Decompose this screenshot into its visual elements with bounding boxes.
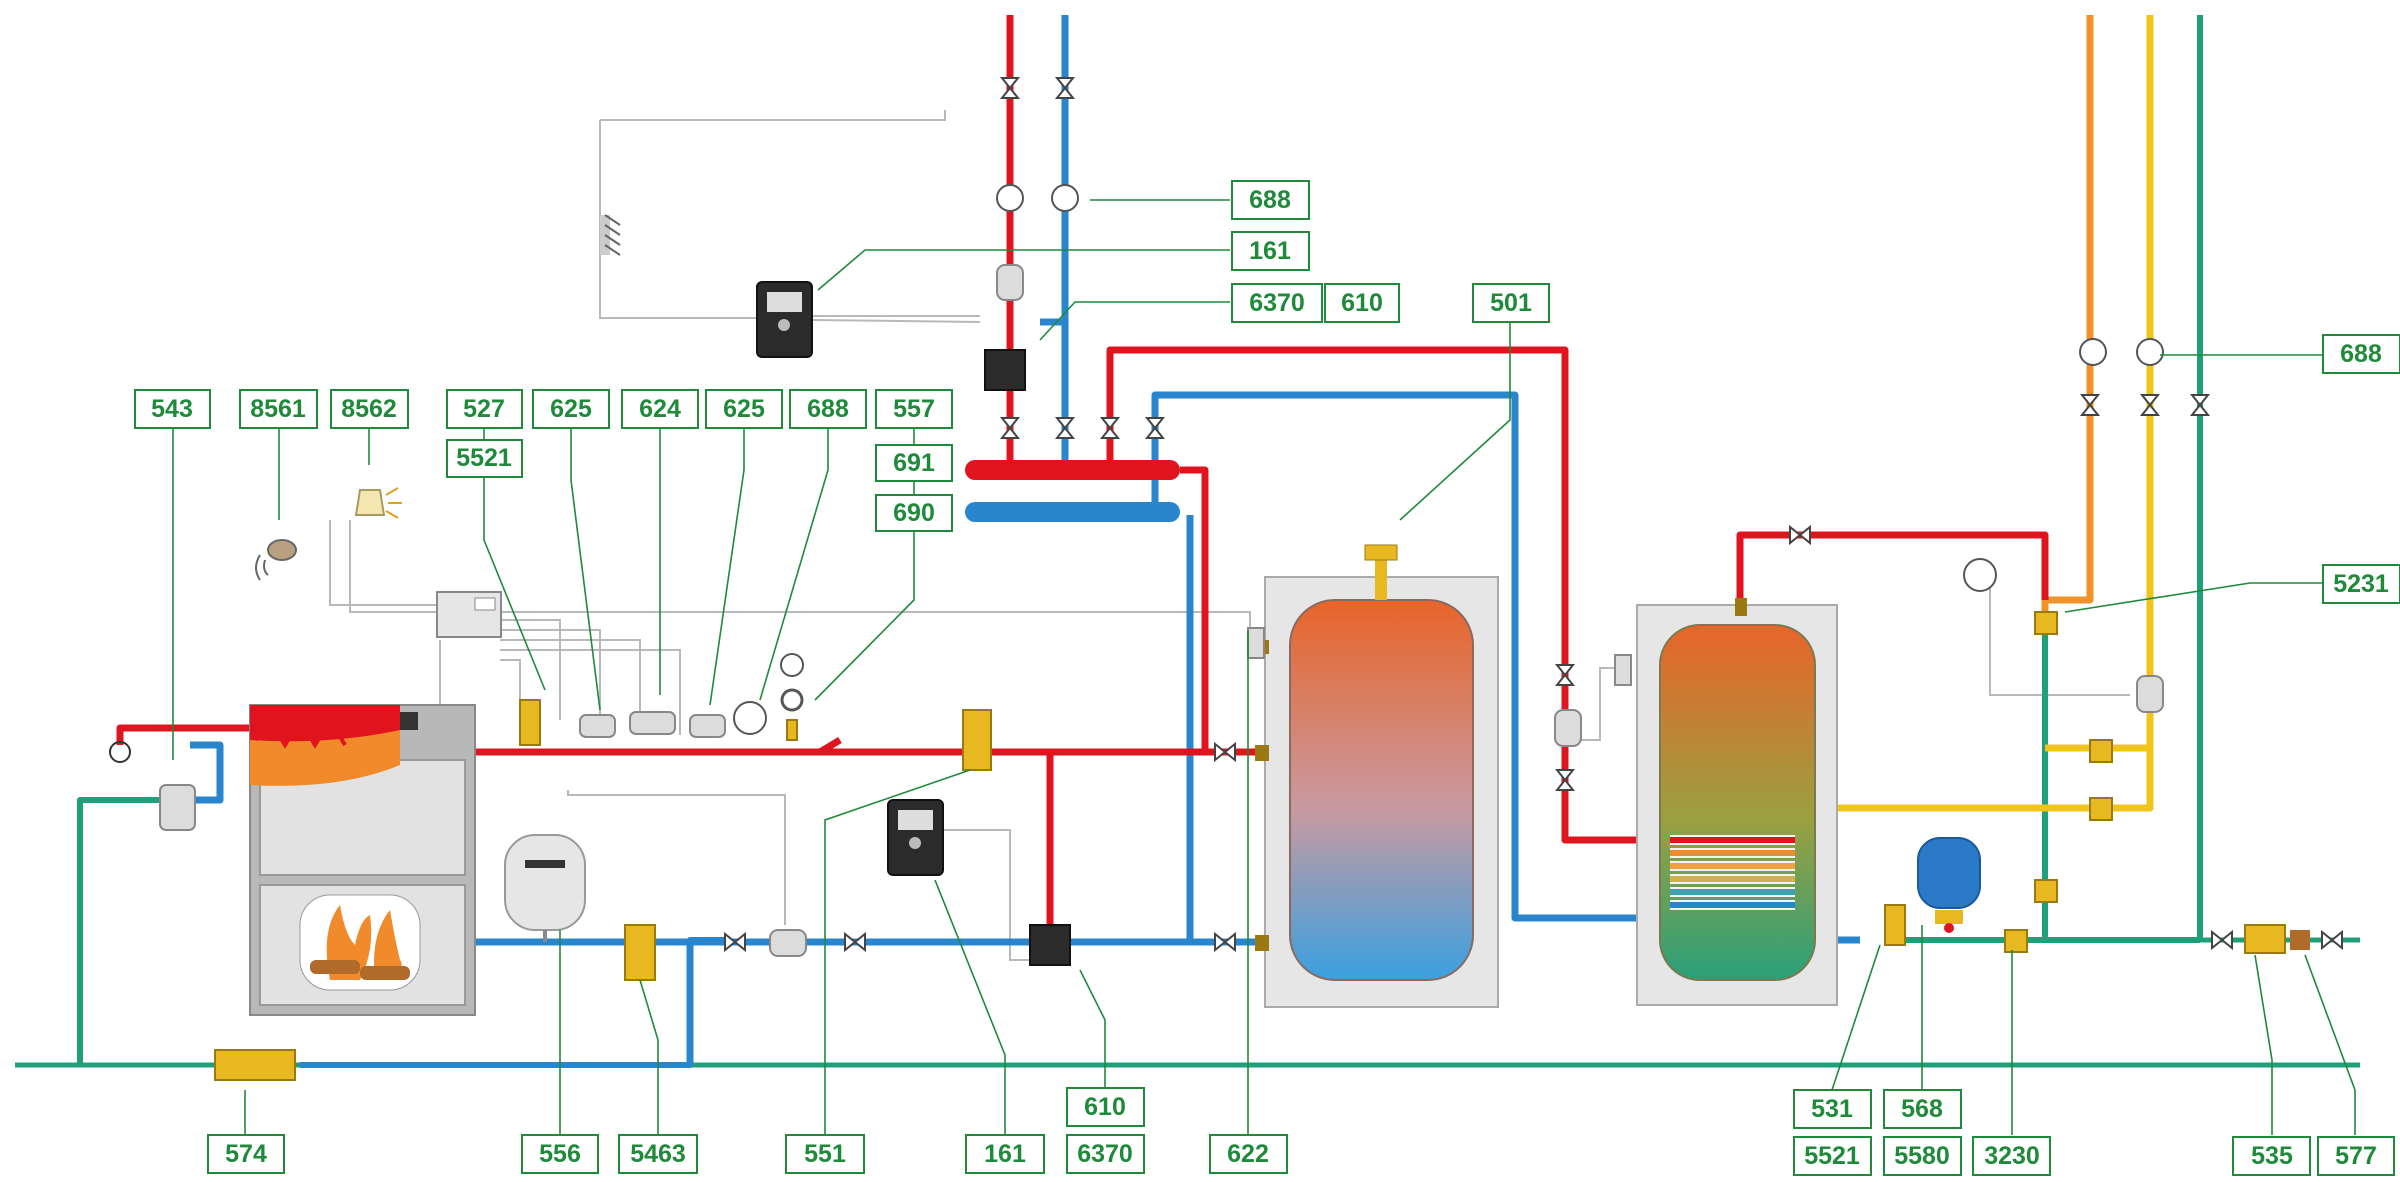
label-543: 543 [134,389,211,429]
outdoor-sensor [600,214,621,256]
label-568: 568 [1883,1089,1962,1129]
flow-pipes [116,15,2049,940]
svg-text:625: 625 [723,395,765,423]
svg-text:577: 577 [2335,1142,2377,1170]
label-551: 551 [785,1134,865,1174]
mixing-valves [984,349,1071,966]
label-531: 531 [1793,1089,1872,1129]
dhw-cylinder [1636,598,1838,1006]
svg-text:556: 556 [539,1140,581,1168]
dhw-pipes [1810,15,2154,812]
svg-text:501: 501 [1490,289,1532,317]
ambient-sensor-8561 [255,539,297,581]
svg-text:551: 551 [804,1140,846,1168]
svg-text:8562: 8562 [341,395,397,423]
controller-boiler [756,281,813,358]
thermostatic-mixer-543 [109,741,196,831]
control-box [436,591,502,638]
label-577: 577 [2317,1136,2395,1176]
svg-text:3230: 3230 [1984,1142,2040,1170]
label-610-bottom: 610 [1066,1087,1145,1127]
control-wiring [329,110,2130,961]
svg-text:531: 531 [1811,1095,1853,1123]
svg-text:6370: 6370 [1077,1140,1133,1168]
solar-expansion-vessel [1917,837,1981,933]
brass-fittings [214,611,2310,1081]
thermometers [733,184,2164,735]
svg-text:8561: 8561 [250,395,306,423]
label-5580: 5580 [1883,1136,1962,1176]
svg-text:6370: 6370 [1249,289,1305,317]
label-574: 574 [207,1134,285,1174]
label-622: 622 [1209,1134,1288,1174]
shutoff-valves [724,77,2343,953]
label-6370-top: 6370 [1231,283,1323,323]
label-6370-bottom: 6370 [1066,1134,1145,1174]
label-625-a: 625 [532,389,610,429]
svg-text:543: 543 [151,395,193,423]
label-5463: 5463 [618,1134,698,1174]
svg-text:5580: 5580 [1894,1142,1950,1170]
svg-text:688: 688 [1249,186,1291,214]
label-161-bottom: 161 [965,1134,1045,1174]
svg-text:624: 624 [639,395,681,423]
label-3230: 3230 [1972,1136,2051,1176]
svg-text:5231: 5231 [2333,570,2389,598]
label-688-c: 688 [2322,334,2400,374]
label-5521-bottom: 5521 [1793,1136,1872,1176]
svg-text:5521: 5521 [456,444,512,472]
svg-text:527: 527 [463,395,505,423]
label-535: 535 [2232,1136,2311,1176]
svg-text:688: 688 [807,395,849,423]
svg-text:610: 610 [1084,1093,1126,1121]
circulation-pumps [769,264,2164,957]
label-5521-top: 5521 [446,439,523,478]
label-688-a: 688 [789,389,867,429]
svg-text:574: 574 [225,1140,267,1168]
svg-text:568: 568 [1901,1095,1943,1123]
svg-text:557: 557 [893,395,935,423]
label-557: 557 [875,389,953,429]
svg-text:690: 690 [893,499,935,527]
buffer-tank [1255,544,1499,1008]
svg-text:622: 622 [1227,1140,1269,1168]
label-690: 690 [875,494,953,532]
label-527: 527 [446,389,523,429]
svg-text:691: 691 [893,449,935,477]
label-691: 691 [875,444,953,482]
label-556: 556 [521,1134,599,1174]
label-161-top: 161 [1231,231,1310,271]
label-5231: 5231 [2322,564,2400,604]
svg-text:161: 161 [984,1140,1026,1168]
label-8561: 8561 [239,389,318,429]
hydraulic-separator [965,460,1180,522]
svg-text:535: 535 [2251,1142,2293,1170]
heat-exchanger-coil [1670,835,1795,910]
svg-text:5521: 5521 [1804,1142,1860,1170]
alarm-lamp-8562 [354,487,402,519]
svg-text:5463: 5463 [630,1140,686,1168]
svg-text:688: 688 [2340,340,2382,368]
label-501: 501 [1472,283,1550,323]
controller-mixing [887,799,944,876]
expansion-vessel [504,834,586,942]
label-610-top: 610 [1324,283,1400,323]
label-boxes: 543 8561 8562 527 5521 625 624 625 688 5… [134,180,2400,1176]
svg-text:625: 625 [550,395,592,423]
label-688-b: 688 [1231,180,1310,220]
svg-text:610: 610 [1341,289,1383,317]
label-8562: 8562 [330,389,409,429]
label-624: 624 [621,389,699,429]
svg-text:161: 161 [1249,237,1291,265]
boiler [249,704,476,1016]
leader-lines [172,199,2356,1135]
label-625-b: 625 [705,389,783,429]
pressure-gauge [780,653,804,741]
